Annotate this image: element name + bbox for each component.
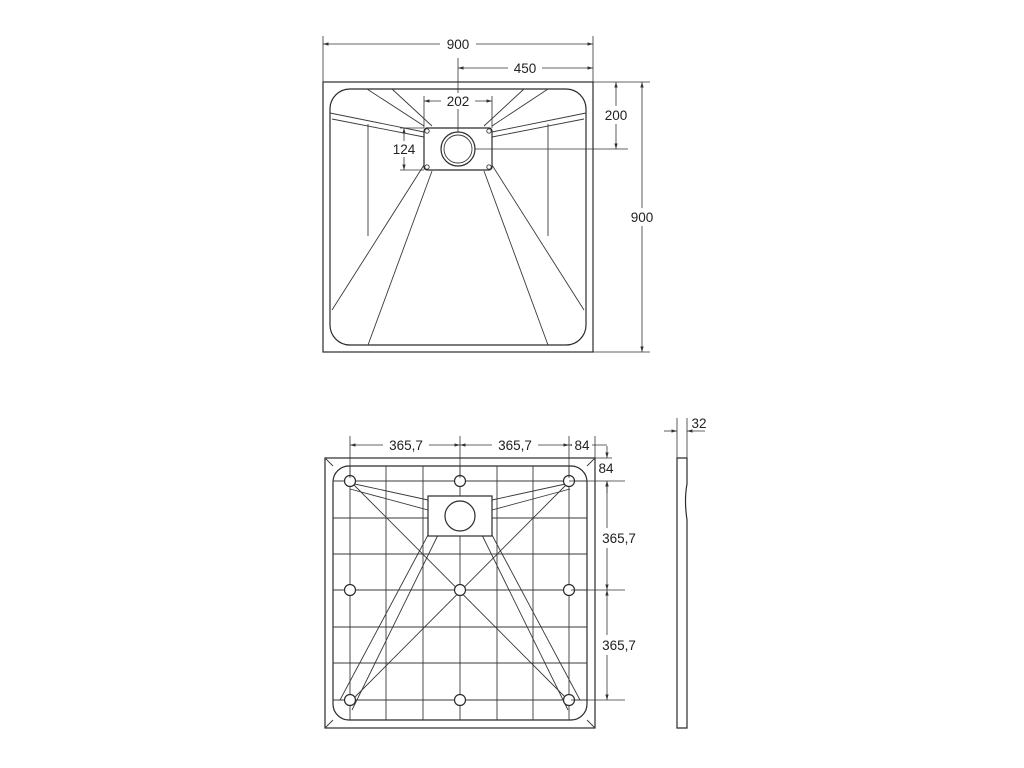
dim-drain-offset-y: 200 xyxy=(605,108,628,123)
drain-housing-underside xyxy=(427,495,493,537)
dim-grid-y-bottom: 365,7 xyxy=(602,638,636,653)
side-view: 32 xyxy=(664,416,707,729)
top-extension-lines xyxy=(322,36,650,353)
dim-housing-depth: 124 xyxy=(393,142,416,157)
dim-grid-x-left: 365,7 xyxy=(389,438,423,453)
top-view: 900 450 202 200 900 124 xyxy=(322,36,660,353)
dim-grid-y-top: 365,7 xyxy=(602,531,636,546)
dim-grid-x-right: 365,7 xyxy=(498,438,532,453)
drain-outlet xyxy=(440,131,476,167)
dim-drain-housing-width: 202 xyxy=(447,94,470,109)
dim-edge-x: 84 xyxy=(574,438,590,453)
side-profile xyxy=(676,457,688,729)
dim-thickness: 32 xyxy=(691,416,706,431)
support-foot xyxy=(343,583,357,597)
support-foot xyxy=(453,693,467,707)
slope-lines xyxy=(329,88,587,346)
dim-overall-depth: 900 xyxy=(631,210,654,225)
dim-drain-offset-x: 450 xyxy=(514,61,537,76)
bottom-view: 365,7 365,7 84 84 365,7 365,7 xyxy=(324,436,644,729)
support-foot xyxy=(343,693,357,707)
support-foot xyxy=(453,583,467,597)
bottom-extension-lines xyxy=(349,436,625,701)
drain-hole xyxy=(444,500,476,532)
dim-overall-width: 900 xyxy=(447,37,470,52)
dim-edge-y: 84 xyxy=(598,461,614,476)
